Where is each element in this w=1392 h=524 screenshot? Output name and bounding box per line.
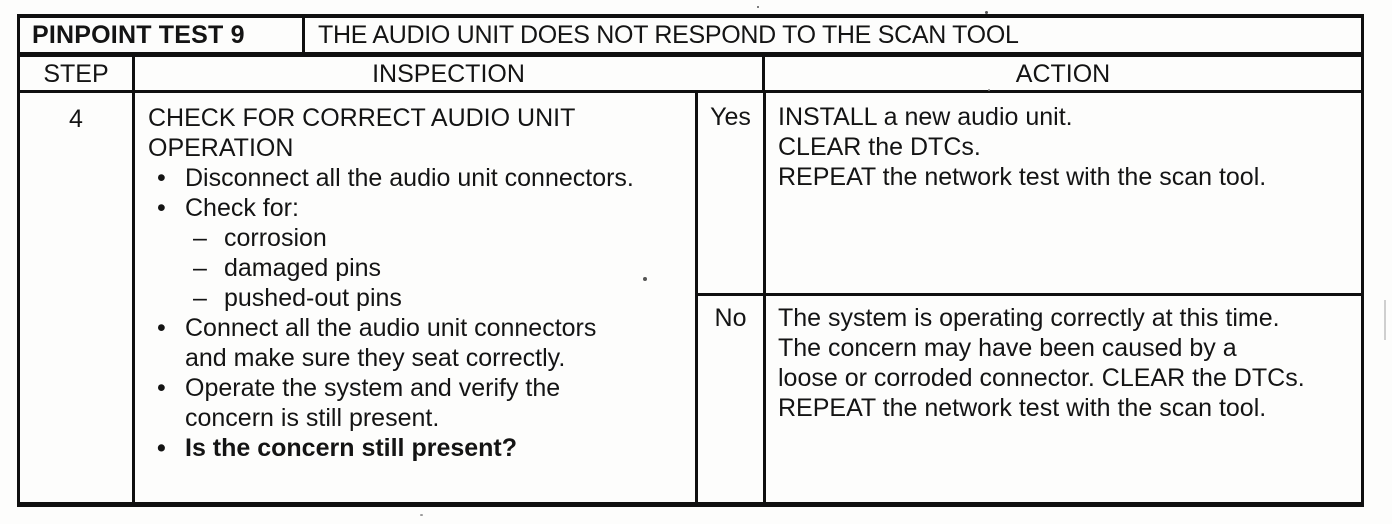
list-item: • Check for: xyxy=(157,193,695,223)
pinpoint-test-label: PINPOINT TEST 9 xyxy=(20,18,305,52)
column-header-inspection: INSPECTION xyxy=(135,57,765,90)
pinpoint-test-table: PINPOINT TEST 9 THE AUDIO UNIT DOES NOT … xyxy=(17,14,1364,507)
action-text-no: The system is operating correctly at thi… xyxy=(778,304,1305,422)
list-item: – damaged pins xyxy=(193,253,695,283)
dash-marker: – xyxy=(193,254,207,282)
scan-speckle xyxy=(643,277,647,281)
outcome-row-yes: Yes INSTALL a new audio unit. CLEAR the … xyxy=(698,93,1361,296)
list-item-text: Disconnect all the audio unit connectors… xyxy=(185,164,634,192)
inspection-cell: CHECK FOR CORRECT AUDIO UNIT OPERATION •… xyxy=(135,93,698,502)
action-text-yes: INSTALL a new audio unit. CLEAR the DTCs… xyxy=(778,103,1267,191)
column-header-action: ACTION xyxy=(1015,59,1111,88)
outcome-row-no: No The system is operating correctly at … xyxy=(698,296,1361,502)
list-item: – corrosion xyxy=(193,223,695,253)
bullet-marker: • xyxy=(157,314,166,342)
list-item-text: Connect all the audio unit connectors an… xyxy=(185,314,597,372)
scan-speckle xyxy=(757,6,759,8)
list-item-text: corrosion xyxy=(224,224,327,252)
outcome-label-no: No xyxy=(698,296,766,502)
bullet-marker: • xyxy=(157,194,166,222)
list-item-text: Check for: xyxy=(185,194,299,222)
scan-edge-artifact xyxy=(1384,300,1386,340)
table-title-row: PINPOINT TEST 9 THE AUDIO UNIT DOES NOT … xyxy=(20,18,1361,57)
inspection-heading: CHECK FOR CORRECT AUDIO UNIT OPERATION xyxy=(148,104,576,162)
inspection-checklist: • Disconnect all the audio unit connecto… xyxy=(148,163,695,463)
column-header-row: STEP INSPECTION ACTION xyxy=(20,57,1361,93)
list-item-text: Is the concern still present? xyxy=(185,434,518,462)
column-header-step: STEP xyxy=(20,57,135,90)
outcome-label-yes: Yes xyxy=(698,93,766,293)
scan-speckle xyxy=(988,89,990,91)
dash-marker: – xyxy=(193,284,207,312)
list-item: • Connect all the audio unit connectors … xyxy=(157,313,695,373)
list-item: • Operate the system and verify the conc… xyxy=(157,373,695,433)
bullet-marker: • xyxy=(157,434,166,462)
list-item-text: Operate the system and verify the concer… xyxy=(185,374,561,432)
bullet-marker: • xyxy=(157,374,166,402)
bullet-marker: • xyxy=(157,164,166,192)
action-column: Yes INSTALL a new audio unit. CLEAR the … xyxy=(698,93,1361,502)
list-item-question: • Is the concern still present? xyxy=(157,433,695,463)
step-number-cell: 4 xyxy=(20,93,135,502)
list-item: • Disconnect all the audio unit connecto… xyxy=(157,163,695,193)
list-item-text: damaged pins xyxy=(224,254,382,282)
list-item: – pushed-out pins xyxy=(193,283,695,313)
scan-speckle xyxy=(420,514,423,516)
table-body-row: 4 CHECK FOR CORRECT AUDIO UNIT OPERATION… xyxy=(20,93,1361,502)
pinpoint-test-title: THE AUDIO UNIT DOES NOT RESPOND TO THE S… xyxy=(318,21,1019,49)
dash-marker: – xyxy=(193,224,207,252)
list-item-text: pushed-out pins xyxy=(224,284,402,312)
scan-speckle xyxy=(985,11,988,14)
